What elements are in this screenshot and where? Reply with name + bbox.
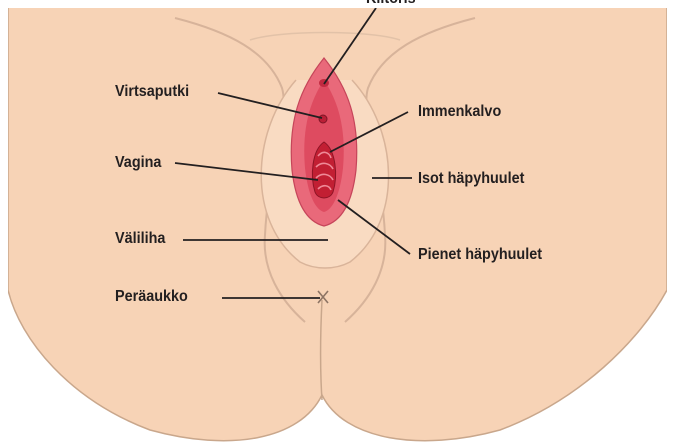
urethra-opening [319, 115, 327, 123]
label-hymen: Immenkalvo [418, 103, 501, 121]
label-urethra: Virtsaputki [115, 83, 189, 101]
label-perineum: Väliliha [115, 230, 165, 248]
label-clitoris: Klitoris [366, 0, 416, 8]
label-vagina: Vagina [115, 154, 161, 172]
label-labia-majora: Isot häpyhuulet [418, 170, 524, 188]
label-anus: Peräaukko [115, 288, 188, 306]
label-labia-minora: Pienet häpyhuulet [418, 246, 542, 264]
